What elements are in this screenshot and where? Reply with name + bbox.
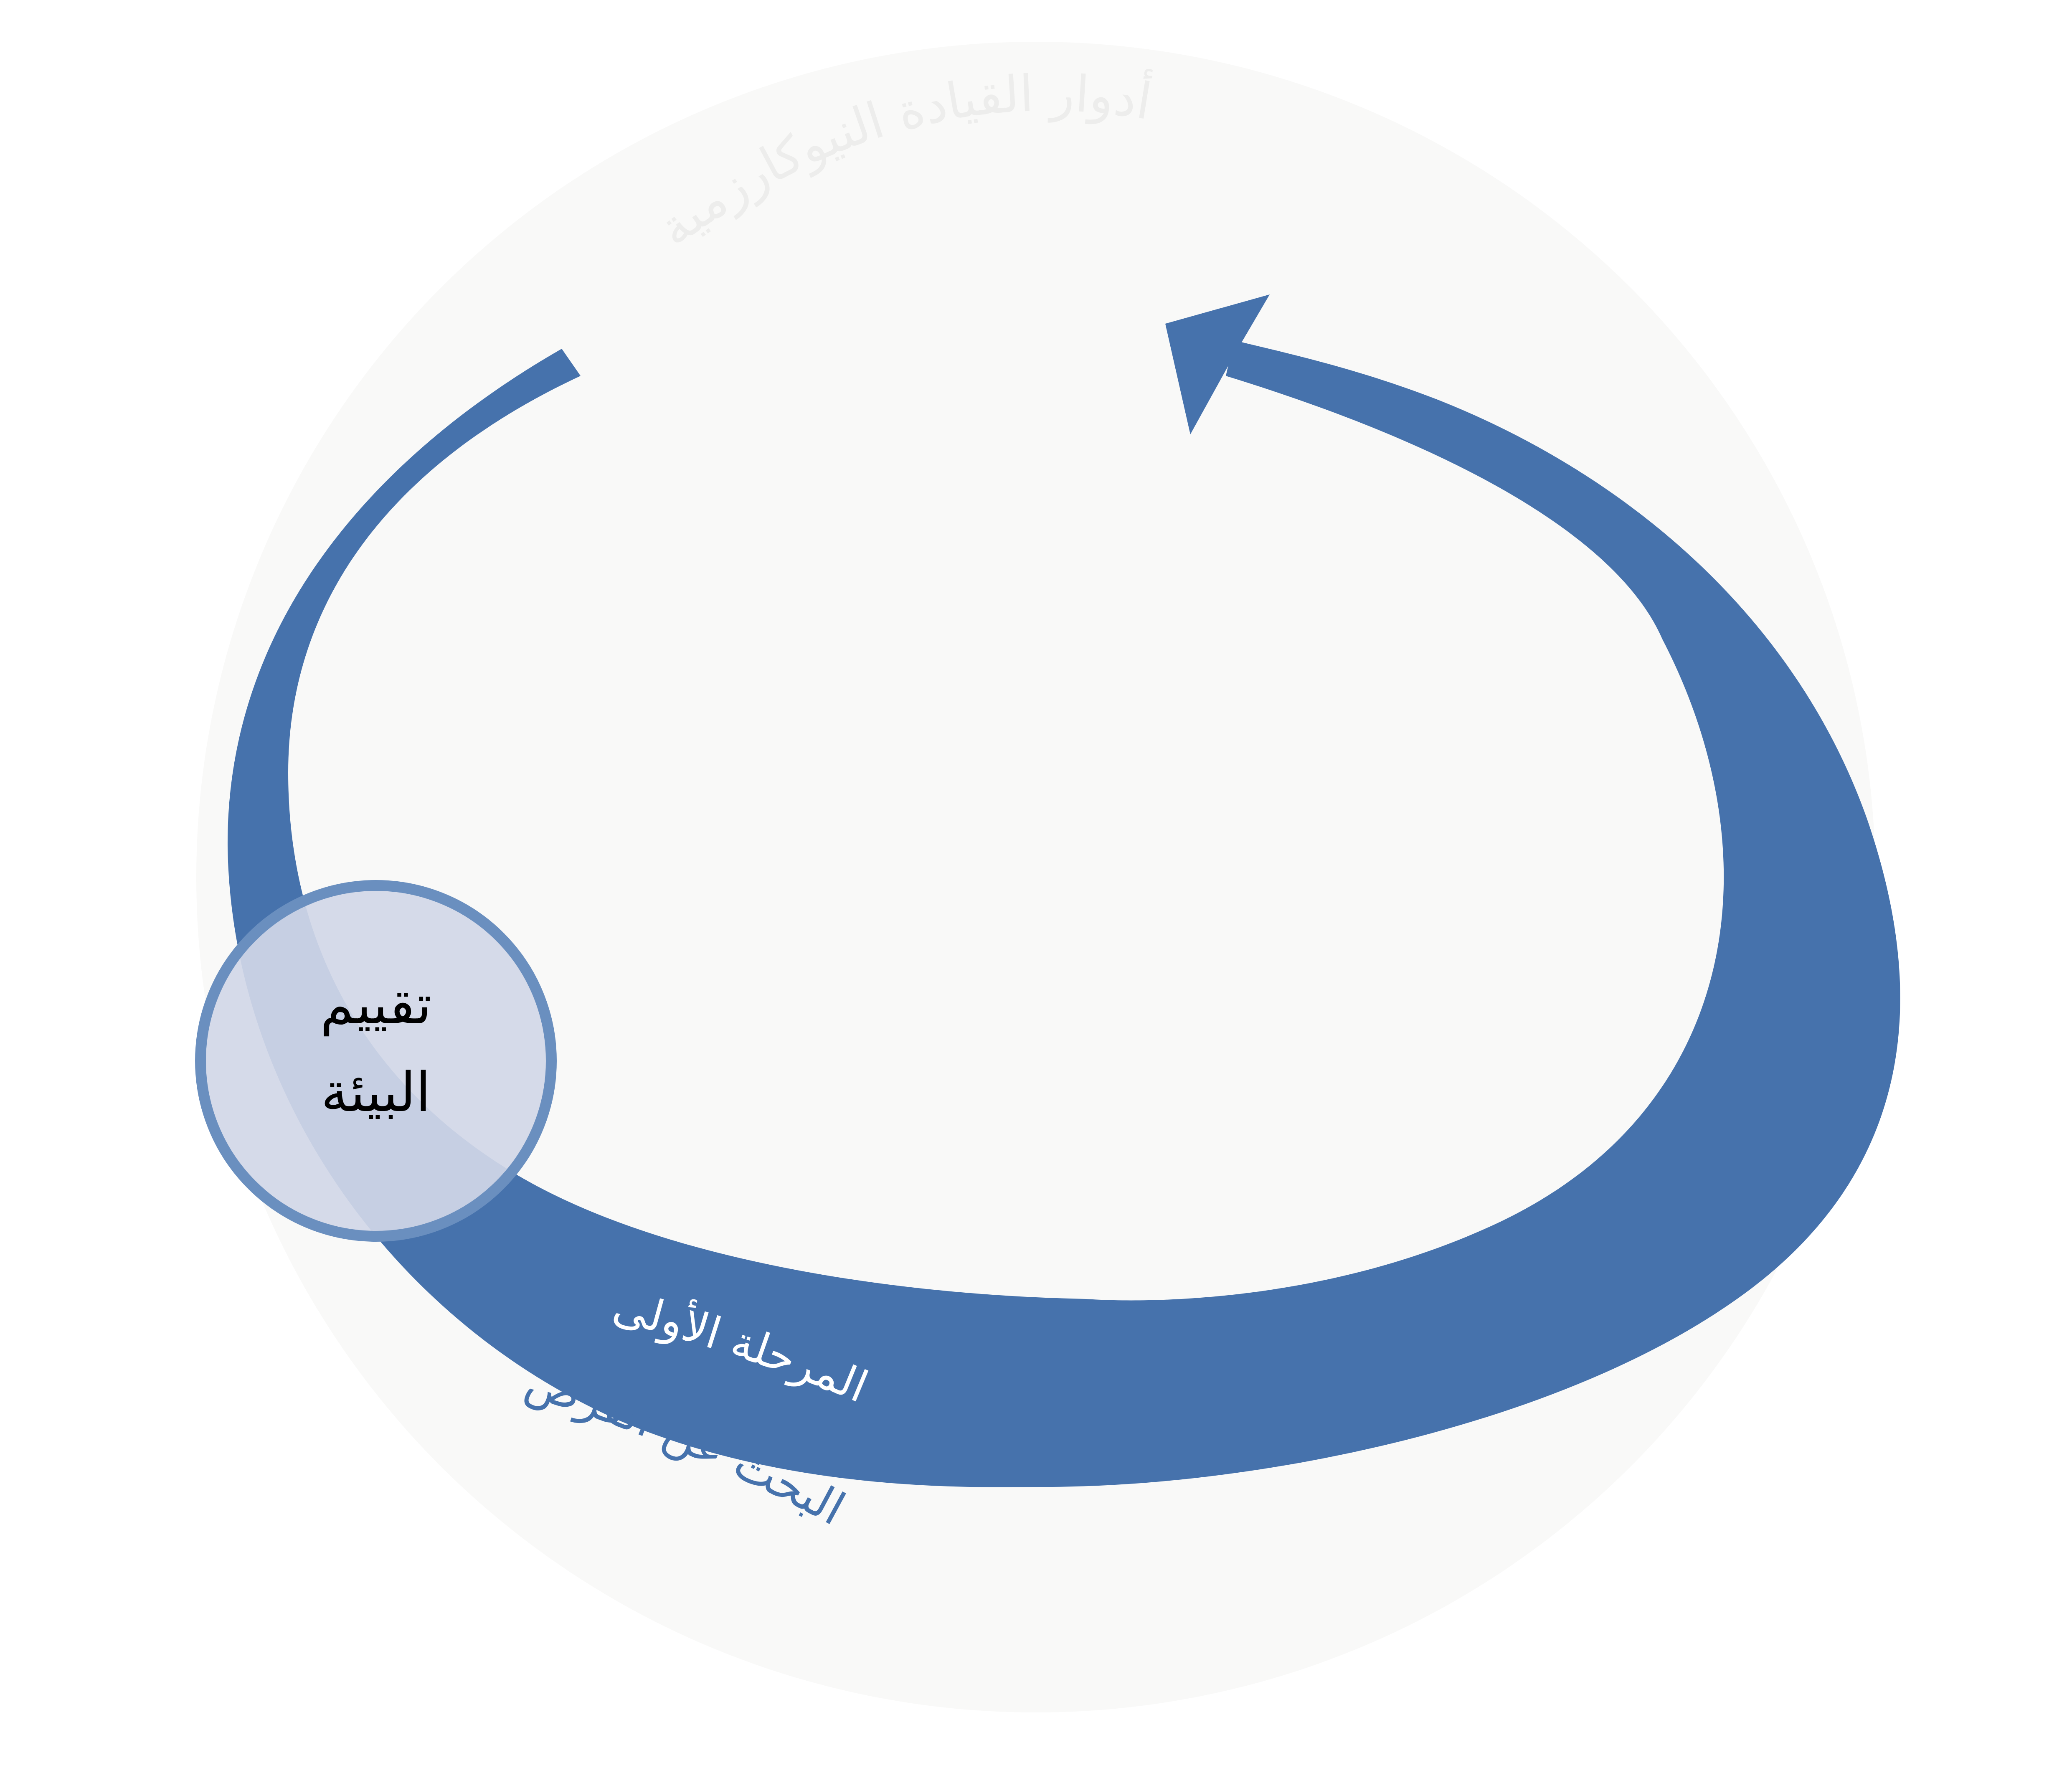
node-circle xyxy=(195,880,557,1242)
node-label-line1: تقييم xyxy=(320,973,432,1037)
node-label-line2: البيئة xyxy=(321,1060,431,1124)
arrow-head xyxy=(1165,294,1270,434)
